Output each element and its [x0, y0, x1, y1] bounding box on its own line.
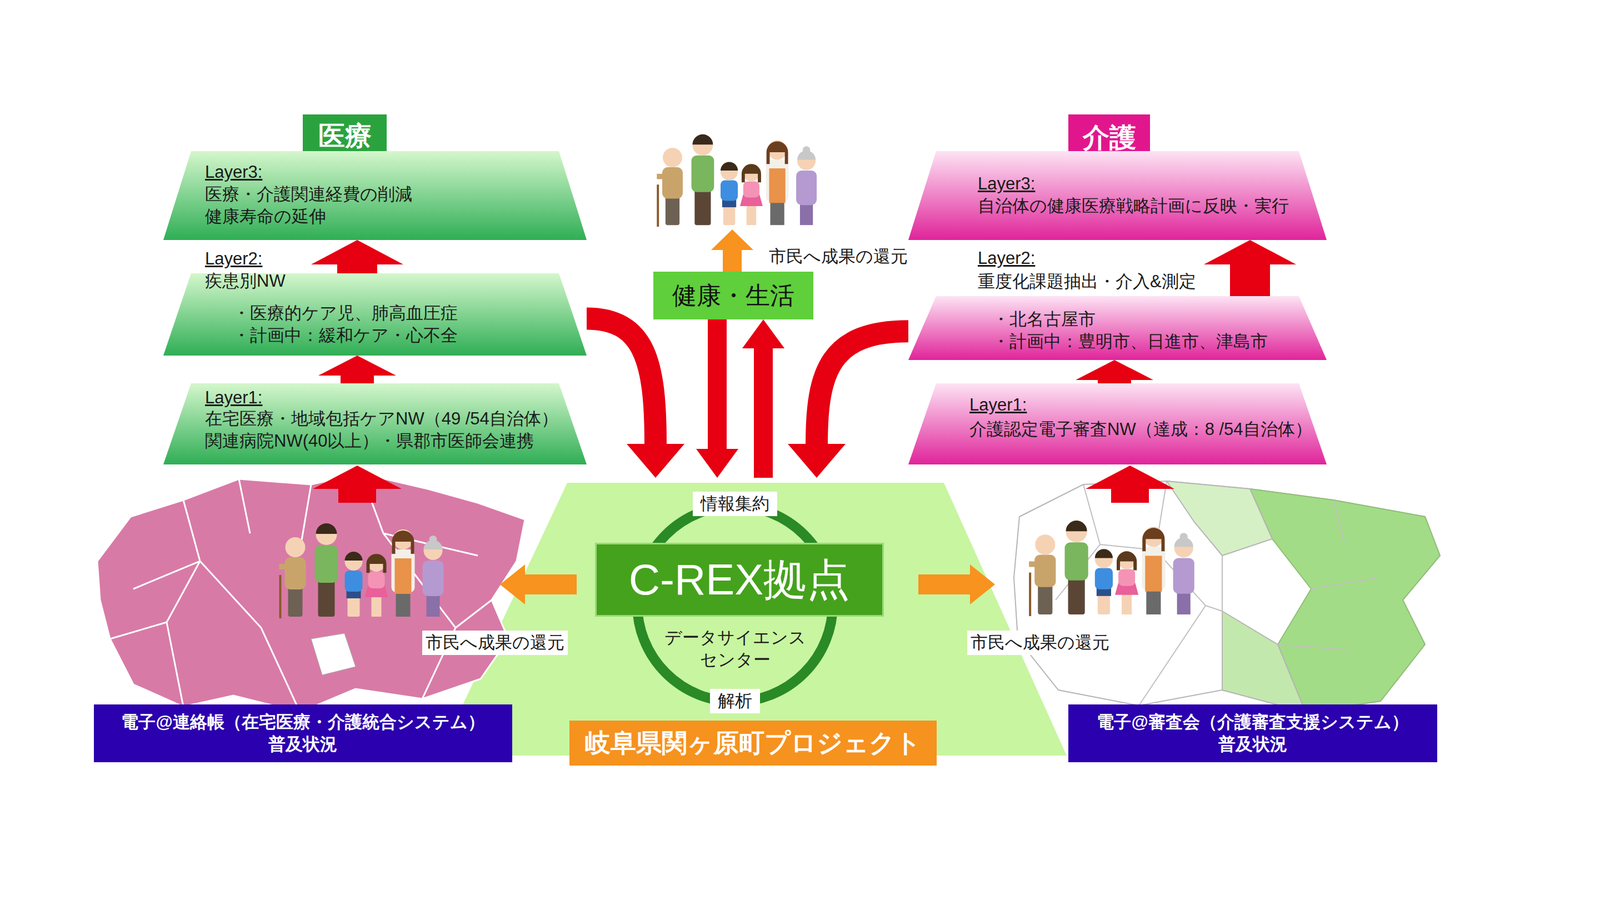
- connector: [696, 319, 739, 478]
- node-text: Layer1:: [969, 393, 1027, 417]
- text-line: 普及状況: [1096, 733, 1409, 756]
- trapezoid-fill: [908, 296, 1327, 360]
- text-line: 電子@連絡帳（在宅医療・介護統合システム）: [121, 711, 485, 734]
- node-text: Layer3:: [205, 161, 263, 184]
- node-text: 電子@審査会（介護審査支援システム） 普及状況: [1096, 711, 1409, 757]
- left-map: [97, 473, 525, 713]
- center-platform: [438, 482, 1067, 756]
- trapezoid-fill: [163, 151, 587, 240]
- free-label: 市民へ成果の還元: [765, 244, 912, 269]
- orange-arrow: [918, 564, 995, 605]
- text-line: ・計画中：豊明市、日進市、津島市: [992, 330, 1268, 353]
- connector: [311, 240, 404, 274]
- text-line: 在宅医療・地域包括ケアNW（49 /54自治体）: [205, 407, 559, 430]
- trapezoid-shape: [908, 151, 1327, 240]
- layer-trapezoid: Layer3:自治体の健康医療戦略計画に反映・実行: [908, 151, 1327, 240]
- node-text: Layer2:: [205, 247, 263, 270]
- text-line: ・北名古屋市: [992, 308, 1268, 331]
- graphic: [110, 473, 492, 713]
- node-text: 電子@連絡帳（在宅医療・介護統合システム） 普及状況: [121, 711, 485, 757]
- node-text: Layer1:: [205, 386, 263, 409]
- layer-trapezoid: Layer3:医療・介護関連経費の削減 健康寿命の延伸: [163, 151, 587, 240]
- node-text: 在宅医療・地域包括ケアNW（49 /54自治体） 関連病院NW(40以上）・県郡…: [205, 407, 559, 453]
- theme-box: 健康・生活: [653, 271, 814, 320]
- text-line: 関連病院NW(40以上）・県郡市医師会連携: [205, 430, 559, 453]
- arrow-shape: [311, 240, 404, 274]
- family-illustration: [279, 523, 444, 619]
- text-line: 健康寿命の延伸: [205, 205, 413, 228]
- family-illustration: [1028, 520, 1195, 617]
- text-line: データサイエンス: [664, 626, 807, 649]
- node-text: 健康・生活: [672, 279, 795, 312]
- trapezoid-fill: [908, 383, 1327, 465]
- hub-circle: 情報集約データサイエンス センター解析C-REX拠点: [632, 477, 838, 717]
- node-text: 重度化課題抽出・介入&測定: [977, 270, 1197, 293]
- orange-arrow: [711, 229, 754, 272]
- graphic: [97, 473, 525, 713]
- arrow-shape: [1203, 240, 1297, 297]
- connector: [1203, 240, 1297, 297]
- node-text: Layer3:: [977, 172, 1035, 195]
- system-box: 電子@連絡帳（在宅医療・介護統合システム） 普及状況: [93, 704, 513, 763]
- right-map: [1013, 481, 1440, 713]
- node-text: ・医療的ケア児、肺高血圧症 ・計画中：緩和ケア・心不全: [232, 302, 458, 348]
- graphic: [311, 633, 356, 675]
- node-text: 医療: [318, 118, 372, 154]
- node-text: 疾患別NW: [205, 270, 286, 293]
- node-text: データサイエンス センター: [664, 626, 807, 672]
- arrow-shape: [1075, 360, 1154, 384]
- node-text: ・北名古屋市 ・計画中：豊明市、日進市、津島市: [992, 308, 1268, 354]
- connector: [586, 318, 685, 478]
- node-text: 解析: [710, 688, 760, 714]
- arrow-shape: [696, 319, 739, 478]
- layer-trapezoid: Layer1:在宅医療・地域包括ケアNW（49 /54自治体） 関連病院NW(4…: [163, 383, 587, 465]
- connector: [742, 319, 785, 478]
- layer-trapezoid: Layer2:重度化課題抽出・介入&測定・北名古屋市 ・計画中：豊明市、日進市、…: [908, 296, 1327, 360]
- arrow-head: [787, 443, 846, 478]
- node-text: Layer2:: [977, 247, 1035, 270]
- text-line: 普及状況: [121, 733, 485, 756]
- free-label: 市民へ成果の還元: [422, 630, 568, 655]
- node-text: 情報集約: [692, 491, 778, 517]
- connector: [787, 331, 909, 478]
- trapezoid-fill: [163, 383, 587, 465]
- node-text: 介護認定電子審査NW（達成：8 /54自治体）: [969, 418, 1313, 441]
- arrow-shape: [318, 355, 397, 384]
- text-line: 医療・介護関連経費の削減: [205, 183, 413, 206]
- orange-arrow: [500, 564, 577, 605]
- free-label: 市民へ成果の還元: [967, 630, 1113, 655]
- node-text: 自治体の健康医療戦略計画に反映・実行: [977, 195, 1289, 218]
- text-line: ・計画中：緩和ケア・心不全: [232, 324, 458, 347]
- arrow-shape: [742, 319, 785, 478]
- trapezoid-fill: [908, 151, 1327, 240]
- text-line: ・医療的ケア児、肺高血圧症: [232, 302, 458, 325]
- red-arrow: [312, 465, 402, 503]
- connector: [1075, 360, 1154, 384]
- system-box: 電子@審査会（介護審査支援システム） 普及状況: [1068, 704, 1438, 763]
- project-box: 岐阜県関ヶ原町プロジェクト: [569, 720, 937, 766]
- hub-box: C-REX拠点: [595, 542, 884, 617]
- red-arrow: [1085, 465, 1175, 503]
- node-text: 岐阜県関ヶ原町プロジェクト: [585, 726, 922, 760]
- text-line: 電子@審査会（介護審査支援システム）: [1096, 711, 1409, 734]
- node-text: C-REX拠点: [628, 551, 851, 608]
- graphic: [1013, 481, 1440, 713]
- layer-trapezoid: Layer1:介護認定電子審査NW（達成：8 /54自治体）: [908, 383, 1327, 465]
- node-text: 医療・介護関連経費の削減 健康寿命の延伸: [205, 183, 413, 229]
- graphic: [1222, 611, 1306, 713]
- arrow-shape: [586, 318, 656, 445]
- text-line: センター: [664, 648, 807, 672]
- connector: [318, 355, 397, 384]
- arrow-shape: [816, 331, 909, 445]
- arrow-head: [626, 443, 685, 478]
- node-text: 介護: [1082, 120, 1137, 155]
- layer-trapezoid: Layer2:疾患別NW・医療的ケア児、肺高血圧症 ・計画中：緩和ケア・心不全: [163, 273, 587, 356]
- family-illustration: [656, 134, 817, 227]
